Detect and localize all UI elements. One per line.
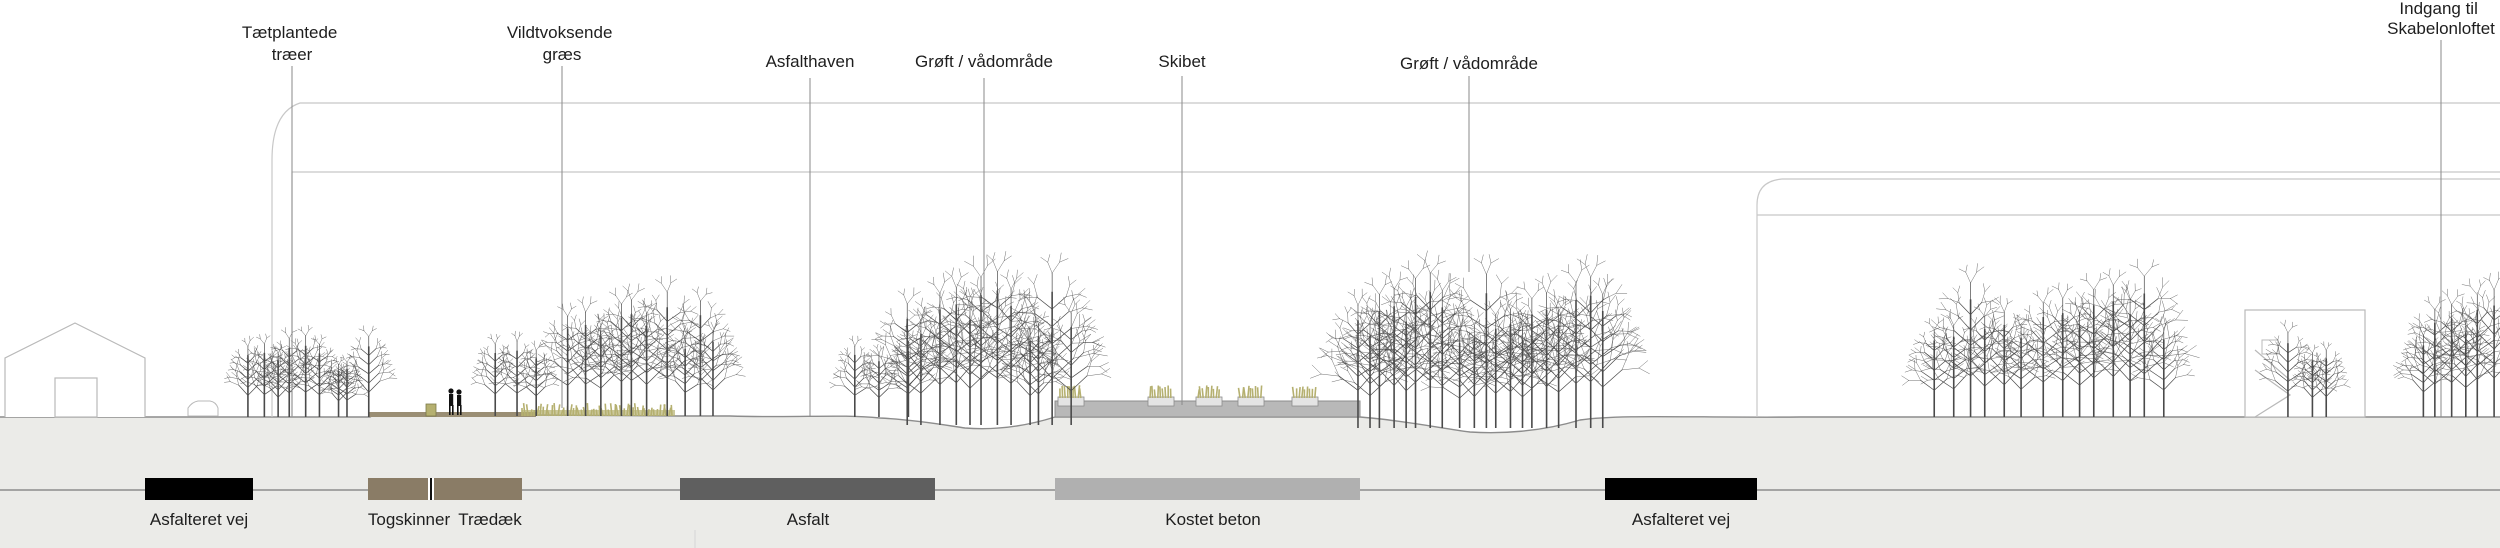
tree — [855, 343, 903, 417]
annotation-labels: Tætplantede træer Vildtvoksende græs Asf… — [242, 0, 2495, 73]
material-swatch-asfalteret-vej-2 — [1605, 478, 1757, 500]
small-planter — [425, 403, 437, 417]
left-house — [4, 322, 146, 418]
tree — [2129, 316, 2195, 417]
tree — [2019, 282, 2104, 417]
background-hall-outline — [271, 102, 2500, 417]
tree — [881, 306, 957, 425]
material-legend: Asfalteret vej Togskinner Trædæk Asfalt … — [145, 478, 1757, 529]
car — [187, 400, 219, 417]
tree — [2091, 283, 2174, 417]
wild-grass-strip — [521, 403, 675, 417]
tree — [1032, 296, 1112, 425]
material-swatch-traedaek — [434, 478, 522, 500]
tree — [879, 330, 938, 417]
tree — [1990, 314, 2056, 417]
material-swatch-togskinner — [368, 478, 428, 500]
skibet-planters — [1057, 385, 1319, 407]
tree — [470, 333, 521, 416]
tree — [1364, 259, 1473, 428]
right-hall-outline — [1756, 178, 2500, 417]
tree — [1310, 288, 1400, 428]
tree-groups — [224, 250, 2500, 428]
label-taetplantede: Tætplantede træer — [242, 23, 342, 64]
tree — [654, 286, 744, 416]
label-groeft-1: Grøft / vådområde — [915, 52, 1053, 71]
tree — [2042, 297, 2120, 417]
tree — [1552, 273, 1650, 428]
tree — [943, 251, 1053, 425]
tree — [829, 335, 882, 417]
tree — [1921, 263, 2019, 417]
tree — [341, 325, 398, 417]
tree — [224, 335, 275, 417]
tree — [320, 357, 357, 417]
tree — [998, 316, 1064, 425]
tree — [998, 252, 1108, 425]
tree — [513, 340, 560, 416]
tree — [1920, 312, 1985, 417]
tree — [488, 330, 544, 416]
tree — [681, 320, 746, 416]
material-label-asfalteret-vej-1: Asfalteret vej — [150, 510, 248, 529]
tree — [1901, 316, 1965, 417]
label-asfalthaven: Asfalthaven — [766, 52, 855, 71]
tree — [589, 283, 675, 416]
material-label-asfalt: Asfalt — [787, 510, 830, 529]
tree — [579, 287, 662, 416]
label-skibet: Skibet — [1158, 52, 1206, 71]
tree — [1523, 259, 1627, 428]
material-label-asfalteret-vej-2: Asfalteret vej — [1632, 510, 1730, 529]
material-swatch-asfalteret-vej-1 — [145, 478, 253, 500]
material-label-kostet-beton: Kostet beton — [1165, 510, 1260, 529]
label-indgang: Indgang til Skabelonloftet — [2387, 0, 2495, 38]
tree — [1484, 311, 1557, 428]
material-swatch-rail-joint-bar — [430, 478, 432, 500]
tree — [1424, 254, 1545, 428]
material-label-traedaek: Trædæk — [458, 510, 522, 529]
tree — [2433, 278, 2500, 417]
tree — [1536, 254, 1647, 428]
label-groeft-2: Grøft / vådområde — [1400, 54, 1538, 73]
material-label-togskinner: Togskinner — [368, 510, 451, 529]
tree — [256, 343, 300, 417]
tree — [2050, 273, 2142, 417]
tree — [1371, 250, 1485, 428]
material-swatch-asfalt — [680, 478, 935, 500]
tree — [2448, 271, 2500, 417]
label-vildtvoksende: Vildtvoksende græs — [507, 23, 617, 64]
annotation-leaders — [291, 40, 2442, 417]
tree — [2409, 288, 2493, 417]
tree — [2302, 341, 2351, 417]
people-figures — [448, 388, 462, 415]
tree — [1395, 269, 1495, 428]
material-swatch-kostet-beton — [1055, 478, 1360, 500]
tree — [2001, 287, 2085, 417]
